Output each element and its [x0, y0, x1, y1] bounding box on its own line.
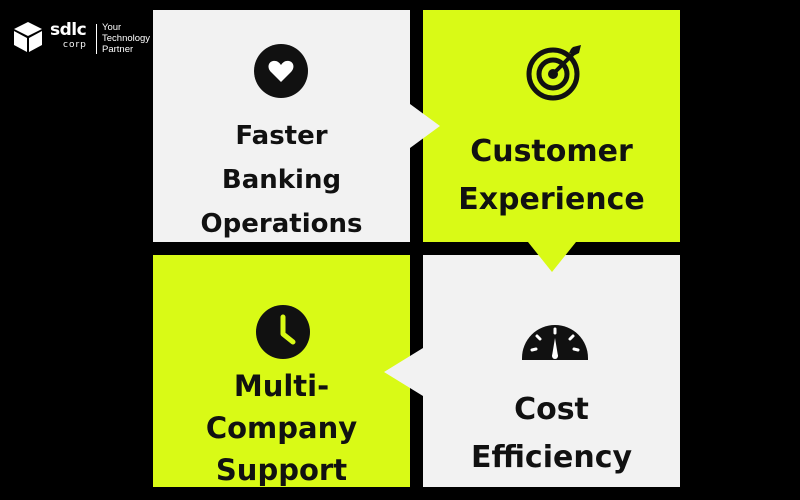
clock-icon	[256, 305, 310, 359]
target-icon	[526, 45, 581, 101]
card-multi-company-support: Multi- Company Support	[153, 255, 410, 487]
arrow-left-connector	[384, 348, 423, 396]
arrow-right-connector	[410, 104, 440, 148]
logo-brand-sub: corp	[63, 40, 87, 50]
speedometer-icon	[522, 325, 588, 360]
card-customer-experience: Customer Experience	[423, 10, 680, 242]
cube-icon	[14, 22, 42, 52]
card-title: Cost Efficiency	[470, 392, 633, 475]
logo-divider	[96, 24, 97, 54]
card-cost-efficiency: Cost Efficiency	[423, 255, 680, 487]
logo-brand: sdlc	[50, 20, 87, 40]
card-title: Multi- Company Support	[205, 369, 358, 487]
card-faster-banking-operations: Faster Banking Operations	[153, 10, 410, 242]
card-title: Customer Experience	[458, 134, 645, 217]
logo-tagline: Your Technology Partner	[102, 22, 151, 55]
card-title: Faster Banking Operations	[200, 121, 363, 239]
arrow-down-connector	[528, 242, 576, 272]
heart-icon	[254, 44, 308, 98]
company-logo: sdlc corp Your Technology Partner	[10, 18, 160, 58]
